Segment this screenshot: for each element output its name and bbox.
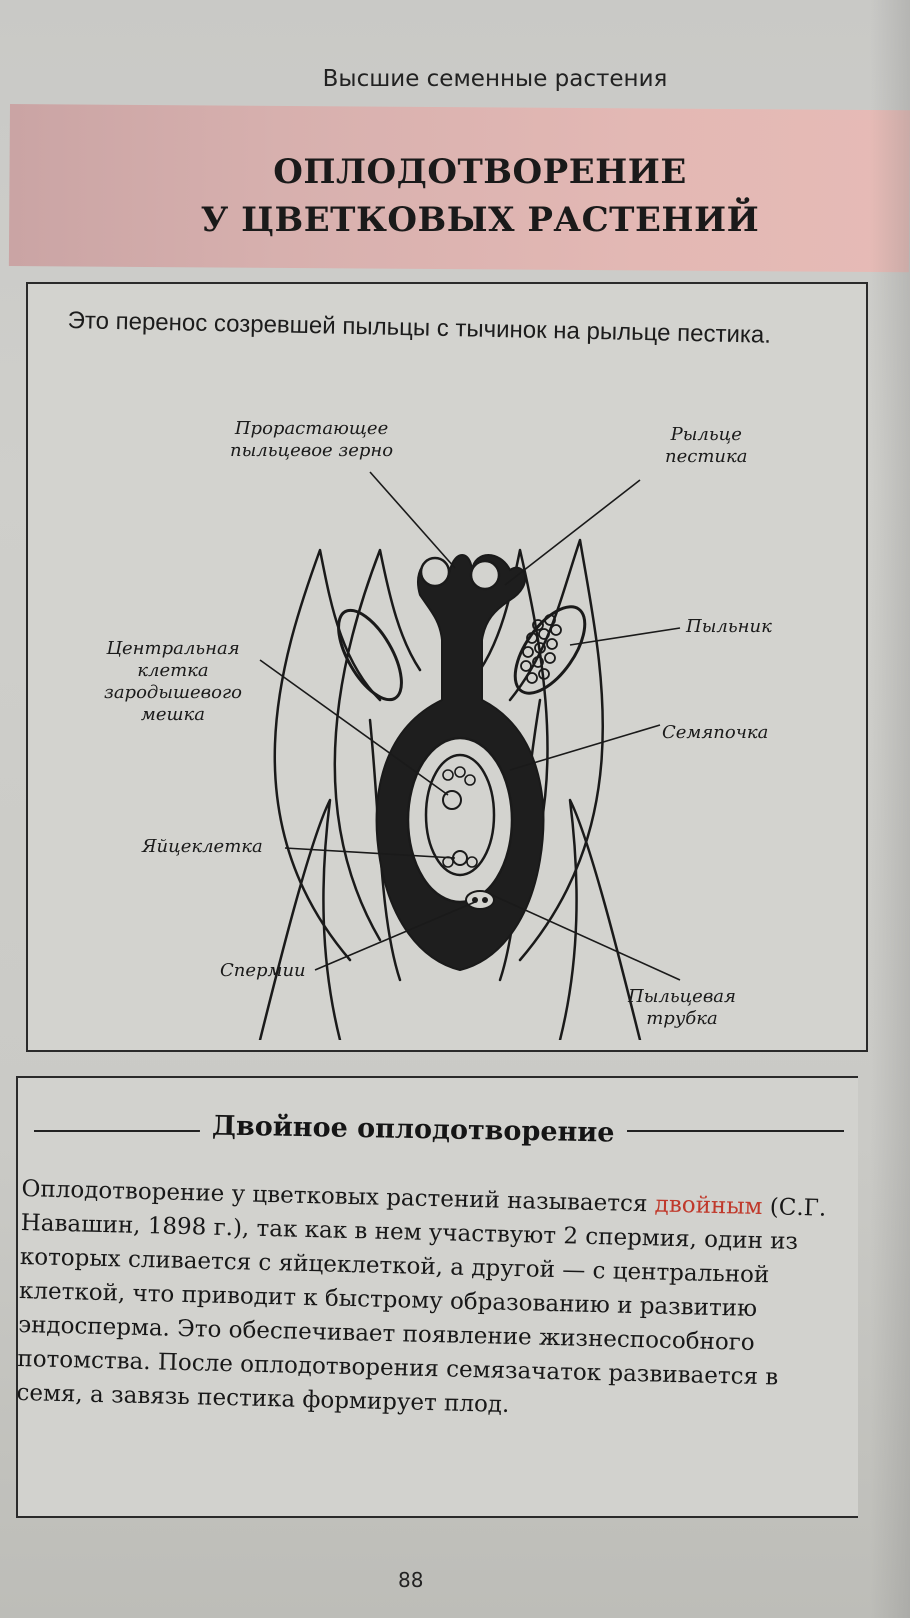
label-egg-cell: Яйцеклетка: [142, 836, 263, 857]
label-pollen-tube: Пыльцевая трубка: [628, 986, 736, 1029]
page-title: ОПЛОДОТВОРЕНИЕ У ЦВЕТКОВЫХ РАСТЕНИЙ: [130, 148, 830, 244]
section-highlight-term: двойным: [654, 1191, 763, 1221]
flower-illustration: [258, 471, 681, 1042]
section-paragraph: Оплодотворение у цветковых растений назы…: [16, 1172, 842, 1430]
running-head: Высшие семенные растения: [322, 66, 668, 92]
pollen-tube-tip: [465, 890, 495, 910]
leader-central-cell: [259, 659, 449, 796]
page-number: 88: [398, 1568, 424, 1592]
page-title-line-1: ОПЛОДОТВОРЕНИЕ: [273, 152, 687, 192]
leader-ovule: [509, 724, 661, 771]
sepal-left: [258, 798, 342, 1042]
petal-left-inner: [333, 548, 422, 942]
label-stigma: Рыльце пестика: [665, 424, 748, 467]
sperm-cell-1: [472, 897, 478, 903]
label-central-cell: Центральная клетка зародышевого мешка: [104, 638, 242, 725]
sepal-right: [558, 798, 642, 1042]
fertilization-diagram: Прорастающее пыльцевое зерно Рыльце пест…: [80, 400, 820, 1042]
leader-egg-cell: [284, 847, 456, 859]
leader-anther: [569, 627, 681, 646]
sperm-cell-2: [482, 897, 488, 903]
double-fertilization-box: [16, 1076, 858, 1518]
leader-sperm: [314, 901, 476, 971]
pollen-grain-right: [469, 559, 501, 591]
leader-stigma: [504, 479, 641, 586]
central-cell-nucleus: [442, 790, 462, 810]
page-title-line-2: У ЦВЕТКОВЫХ РАСТЕНИЙ: [200, 200, 760, 240]
section-text-after: (С.Г. Навашин, 1898 г.), так как в нем у…: [16, 1194, 827, 1418]
embryo-sac: [424, 753, 496, 877]
pollen-grain-left: [419, 556, 451, 588]
anther-left: [337, 608, 403, 702]
leader-pollen-tube: [491, 894, 681, 981]
label-sperm: Спермии: [220, 960, 306, 981]
section-body: Оплодотворение у цветковых растений назы…: [16, 1172, 842, 1430]
label-ovule: Семяпочка: [662, 722, 769, 743]
label-pollen-grain: Прорастающее пыльцевое зерно: [230, 418, 394, 461]
label-anther: Пыльник: [686, 616, 772, 637]
petal-left-outer: [273, 548, 382, 962]
leader-pollen-grain: [369, 471, 456, 569]
anther-right: [513, 605, 587, 695]
section-title: Двойное оплодотворение: [199, 1108, 627, 1152]
